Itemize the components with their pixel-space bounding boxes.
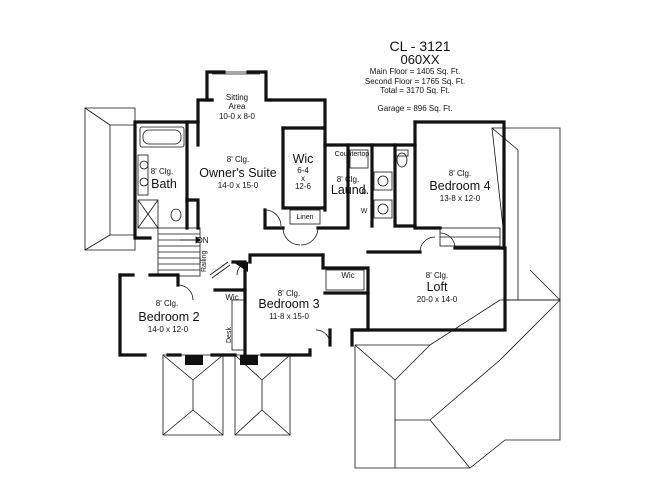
owners-suite-dims: 14-0 x 15-0: [218, 181, 259, 190]
bedroom2-ceiling: 8' Clg.: [156, 299, 178, 308]
main-floor-area: Main Floor = 1405 Sq. Ft.: [369, 67, 461, 76]
bedroom4-ceiling: 8' Clg.: [449, 169, 471, 178]
bedroom3-ceiling: 8' Clg.: [278, 289, 300, 298]
wic-owner-dim1: 6-4: [297, 166, 309, 175]
bath-name: Bath: [151, 177, 177, 191]
columns: [185, 262, 258, 365]
railing-label: Railing: [201, 250, 208, 272]
stairs: [157, 227, 201, 277]
dryer-label: D: [361, 189, 366, 196]
sitting-area-dims: 10-0 x 8-0: [219, 112, 256, 121]
bedroom2-dims: 14-0 x 12-0: [148, 325, 189, 334]
wic-owner-name: Wic: [293, 152, 314, 166]
garage-area: Garage = 896 Sq. Ft.: [377, 103, 453, 113]
roof-bottom-right: [354, 299, 561, 469]
owners-suite-ceiling: 8' Clg.: [227, 155, 249, 164]
roofs: [84, 107, 561, 469]
roof-right: [491, 127, 561, 301]
bedroom4-name: Bedroom 4: [429, 179, 490, 193]
stair-dn: DN: [197, 236, 209, 245]
walls: [118, 70, 507, 357]
loft-name: Loft: [427, 280, 448, 294]
desk-label: Desk: [226, 327, 233, 343]
loft-ceiling: 8' Clg.: [426, 271, 448, 280]
loft-dims: 20-0 x 14-0: [417, 295, 458, 304]
total-area: Total = 3170 Sq. Ft.: [380, 86, 450, 95]
bedroom3-dims: 11-8 x 15-0: [269, 312, 309, 321]
roof-front-right: [234, 354, 291, 436]
countertop-label: Countertop: [335, 151, 370, 158]
wic-bed3-label: Wic: [341, 271, 354, 280]
owners-suite-name: Owner's Suite: [199, 166, 276, 180]
wic-owner-x: x: [301, 174, 305, 183]
roof-left: [84, 107, 136, 251]
bedroom2-name: Bedroom 2: [138, 310, 199, 324]
laundry-name: Laund.: [331, 183, 369, 197]
wic-owner-dim2: 12-6: [295, 182, 312, 191]
second-floor-area: Second Floor = 1765 Sq. Ft.: [364, 76, 466, 86]
plan-id: CL - 3121: [389, 38, 451, 54]
room-labels: Sitting Area 10-0 x 8-0 8' Clg. Owner's …: [138, 93, 490, 343]
bedroom3-name: Bedroom 3: [258, 297, 319, 311]
washer-label: W: [361, 208, 368, 215]
plan-code: 060XX: [400, 52, 440, 67]
linen-label: Linen: [296, 214, 313, 221]
bath-ceiling: 8' Clg.: [151, 167, 173, 176]
wic-center-label: Wic: [225, 293, 238, 302]
sitting-area-line2: Area: [229, 102, 246, 111]
roof-front-left: [162, 354, 224, 436]
fixtures: [137, 71, 501, 351]
sitting-area-line1: Sitting: [226, 93, 248, 102]
area-summary: Main Floor = 1405 Sq. Ft. Second Floor =…: [355, 67, 475, 113]
laundry-ceiling: 8' Clg.: [337, 175, 359, 184]
bedroom4-dims: 13-8 x 12-0: [440, 194, 481, 203]
